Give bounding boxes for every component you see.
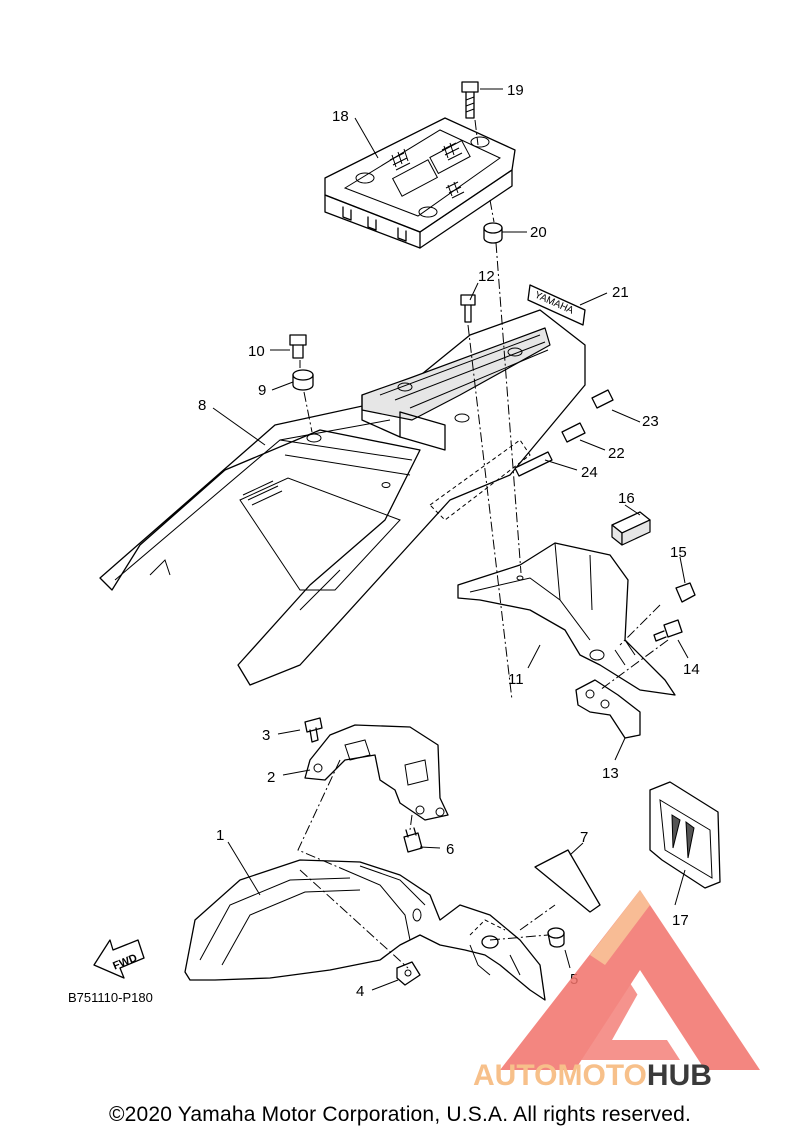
fwd-arrow-icon: FWD — [93, 939, 145, 979]
alignment-lines — [297, 119, 669, 969]
part-6-bolt[interactable] — [403, 827, 423, 853]
callout-13: 13 — [602, 765, 619, 782]
part-4-nut[interactable] — [396, 961, 421, 986]
callout-4: 4 — [356, 983, 364, 1000]
part-13-bracket[interactable] — [575, 679, 641, 739]
callout-6: 6 — [446, 841, 454, 858]
part-5-grommet[interactable] — [547, 927, 565, 948]
part-15-nut[interactable] — [675, 582, 696, 603]
callout-7: 7 — [580, 829, 588, 846]
callout-3: 3 — [262, 727, 270, 744]
callout-24: 24 — [581, 464, 598, 481]
diagram-code: B751110-P180 — [68, 990, 153, 1005]
part-24-pad[interactable] — [514, 451, 553, 477]
callout-10: 10 — [248, 343, 265, 360]
part-3-bolt[interactable] — [304, 717, 323, 743]
callout-19: 19 — [507, 82, 524, 99]
automotohub-watermark-logo — [500, 890, 760, 1070]
callout-2: 2 — [267, 769, 275, 786]
callout-20: 20 — [530, 224, 547, 241]
part-7-decal[interactable] — [534, 849, 601, 913]
callout-12: 12 — [478, 268, 495, 285]
callout-8: 8 — [198, 397, 206, 414]
part-10-bolt[interactable] — [289, 334, 307, 359]
part-12-bolt[interactable] — [460, 294, 476, 323]
watermark-brand: AUTOMOTOHUB — [473, 1059, 712, 1092]
callout-23: 23 — [642, 413, 659, 430]
callout-15: 15 — [670, 544, 687, 561]
callout-21: 21 — [612, 284, 629, 301]
callout-leaders — [212, 88, 689, 991]
callout-9: 9 — [258, 382, 266, 399]
part-19-bolt[interactable] — [461, 81, 479, 119]
part-16-damper[interactable] — [611, 511, 651, 546]
callout-1: 1 — [216, 827, 224, 844]
callout-17: 17 — [672, 912, 689, 929]
part-14-bolt[interactable] — [653, 619, 683, 642]
copyright-notice: ©2020 Yamaha Motor Corporation, U.S.A. A… — [108, 1103, 692, 1126]
part-11-bracket[interactable] — [457, 542, 676, 696]
callout-16: 16 — [618, 490, 635, 507]
callout-22: 22 — [608, 445, 625, 462]
part-17-flap[interactable] — [649, 781, 721, 889]
part-20-collar[interactable] — [483, 222, 503, 244]
part-1-rear-fender[interactable] — [184, 859, 546, 1001]
callout-14: 14 — [683, 661, 700, 678]
part-9-grommet[interactable] — [292, 369, 314, 391]
part-2-bracket[interactable] — [304, 724, 449, 821]
callout-18: 18 — [332, 108, 349, 125]
callout-11: 11 — [508, 671, 524, 688]
part-8-rear-cowl[interactable] — [99, 309, 586, 686]
part-23-pad[interactable] — [591, 389, 614, 409]
part-22-pad[interactable] — [561, 422, 586, 443]
part-18-carrier[interactable] — [324, 117, 516, 249]
